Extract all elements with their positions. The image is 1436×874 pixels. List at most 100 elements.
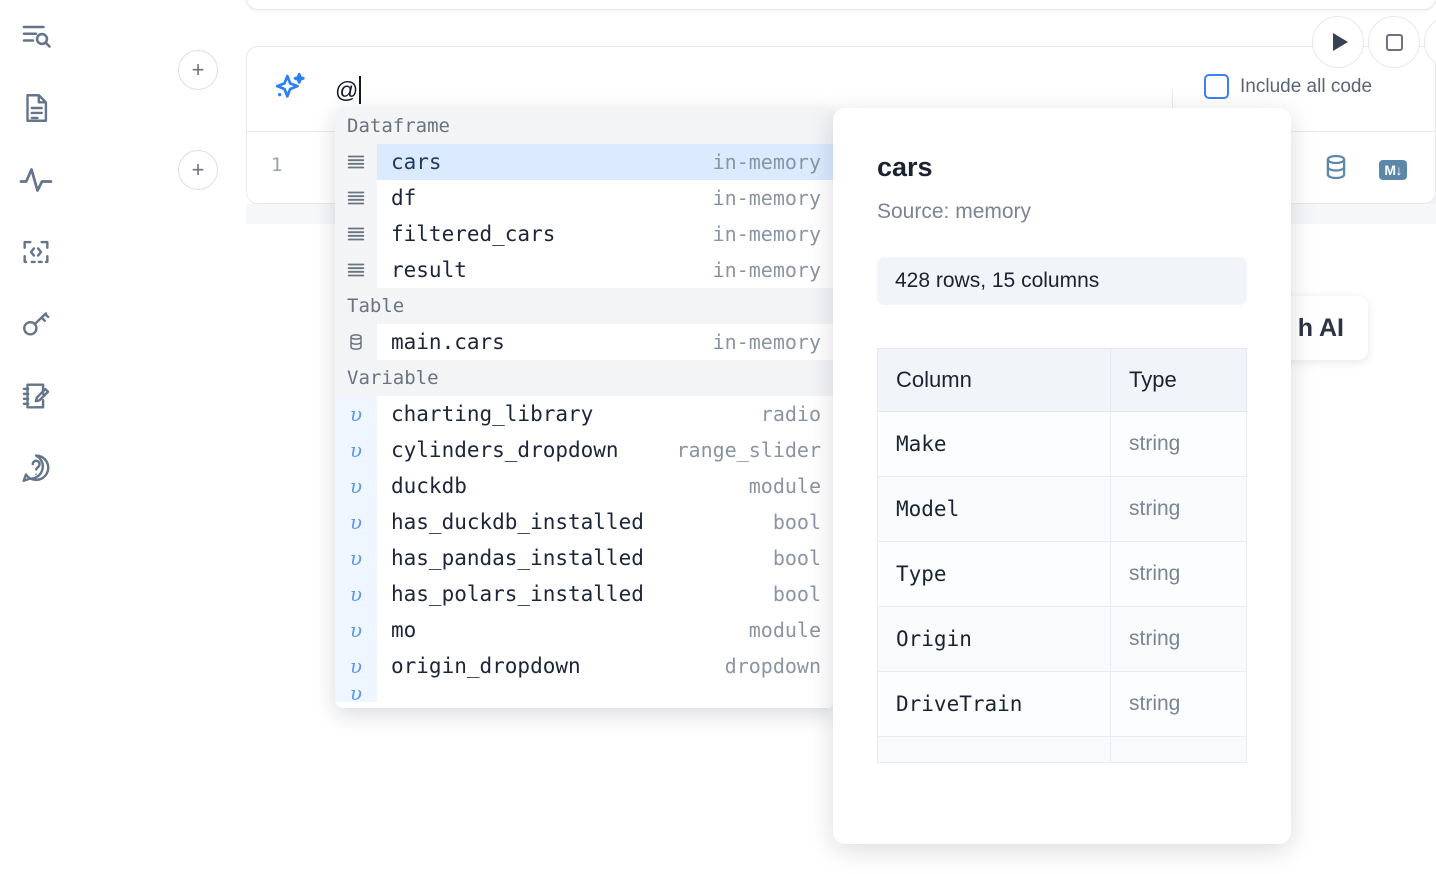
schema-column-type (1110, 736, 1247, 763)
variable-icon: υ (335, 648, 377, 684)
schema-type-header: Type (1110, 348, 1247, 412)
autocomplete-item-name: cylinders_dropdown (391, 438, 619, 462)
table-row (877, 736, 1247, 763)
autocomplete-item-type: in-memory (712, 258, 821, 282)
ai-prompt-input[interactable]: @ (335, 69, 1155, 111)
schema-col-header: Column (877, 348, 1111, 412)
variable-icon: υ (335, 432, 377, 468)
schema-column-type: string (1110, 411, 1247, 477)
table-db-icon (335, 324, 377, 360)
schema-column-type: string (1110, 606, 1247, 672)
autocomplete-item[interactable]: υ origin_dropdown dropdown (335, 648, 835, 684)
schema-column-name: Type (877, 541, 1111, 607)
info-panel-source: Source: memory (877, 200, 1032, 223)
autocomplete-item[interactable]: υ has_polars_installed bool (335, 576, 835, 612)
autocomplete-group-header: Dataframe (335, 108, 835, 144)
ai-sparkle-icon (269, 69, 309, 114)
autocomplete-item[interactable]: υ (335, 684, 835, 702)
text-caret (359, 76, 362, 104)
autocomplete-item-name: has_polars_installed (391, 582, 644, 606)
autocomplete-item-name: origin_dropdown (391, 654, 581, 678)
variable-icon: υ (335, 612, 377, 648)
autocomplete-item-type: in-memory (712, 330, 821, 354)
database-icon[interactable] (1321, 152, 1351, 187)
autocomplete-item-type: in-memory (712, 186, 821, 210)
autocomplete-item-name: charting_library (391, 402, 594, 426)
info-panel-title: cars (877, 152, 933, 182)
autocomplete-group-header: Table (335, 288, 835, 324)
autocomplete-item-name (377, 684, 835, 702)
cell-status-icons: M↓ (1321, 152, 1407, 187)
autocomplete-item-type: bool (772, 582, 821, 606)
schema-column-name: DriveTrain (877, 671, 1111, 737)
list-search-icon[interactable] (14, 14, 58, 58)
dataframe-icon (335, 180, 377, 216)
autocomplete-item-type: dropdown (724, 654, 821, 678)
autocomplete-item[interactable]: υ cylinders_dropdown range_slider (335, 432, 835, 468)
autocomplete-item-name: duckdb (391, 474, 467, 498)
generate-with-ai-label: h AI (1297, 313, 1344, 342)
schema-table-header-row: Column Type (877, 348, 1247, 412)
previous-cell-edge (246, 0, 1436, 10)
variable-icon: υ (335, 540, 377, 576)
autocomplete-item-name: df (391, 186, 417, 210)
add-cell-button-bottom[interactable]: + (178, 150, 218, 190)
autocomplete-group-header: Variable (335, 360, 835, 396)
activity-pulse-icon[interactable] (14, 158, 58, 202)
include-all-code-row[interactable]: Include all code (1204, 74, 1372, 99)
variable-icon: υ (335, 504, 377, 540)
autocomplete-item-type: range_slider (676, 438, 822, 462)
schema-column-type: string (1110, 476, 1247, 542)
add-cell-label: + (191, 157, 205, 182)
stop-cell-button[interactable] (1368, 16, 1420, 68)
autocomplete-item-type: module (748, 474, 821, 498)
schema-column-name: Model (877, 476, 1111, 542)
code-brackets-icon[interactable] (14, 230, 58, 274)
add-cell-button-top[interactable]: + (178, 50, 218, 90)
include-all-code-checkbox[interactable] (1204, 74, 1229, 99)
autocomplete-item-type: bool (772, 510, 821, 534)
run-cell-button[interactable] (1312, 16, 1364, 68)
include-all-code-label: Include all code (1240, 75, 1373, 97)
variable-icon: υ (335, 576, 377, 612)
schema-column-name (877, 736, 1111, 763)
dataframe-icon (335, 144, 377, 180)
ai-prompt-value: @ (335, 76, 359, 103)
key-icon[interactable] (14, 302, 58, 346)
autocomplete-item-type: bool (772, 546, 821, 570)
schema-column-type: string (1110, 671, 1247, 737)
schema-column-name: Make (877, 411, 1111, 477)
schema-column-name: Origin (877, 606, 1111, 672)
variable-icon: υ (335, 684, 377, 702)
document-icon[interactable] (14, 86, 58, 130)
autocomplete-item-name: has_pandas_installed (391, 546, 644, 570)
autocomplete-item[interactable]: df in-memory (335, 180, 835, 216)
autocomplete-item[interactable]: result in-memory (335, 252, 835, 288)
markdown-badge[interactable]: M↓ (1379, 159, 1407, 180)
autocomplete-item-name: result (391, 258, 467, 282)
help-chat-icon[interactable] (14, 446, 58, 490)
line-number: 1 (271, 154, 283, 176)
autocomplete-item[interactable]: υ has_pandas_installed bool (335, 540, 835, 576)
variable-icon: υ (335, 468, 377, 504)
autocomplete-item-name: filtered_cars (391, 222, 556, 246)
stop-square-icon (1385, 33, 1403, 51)
autocomplete-item-type: radio (760, 402, 821, 426)
completion-info-panel: cars Source: memory 428 rows, 15 columns… (833, 108, 1291, 844)
notebook-pencil-icon[interactable] (14, 374, 58, 418)
autocomplete-item-name: mo (391, 618, 417, 642)
